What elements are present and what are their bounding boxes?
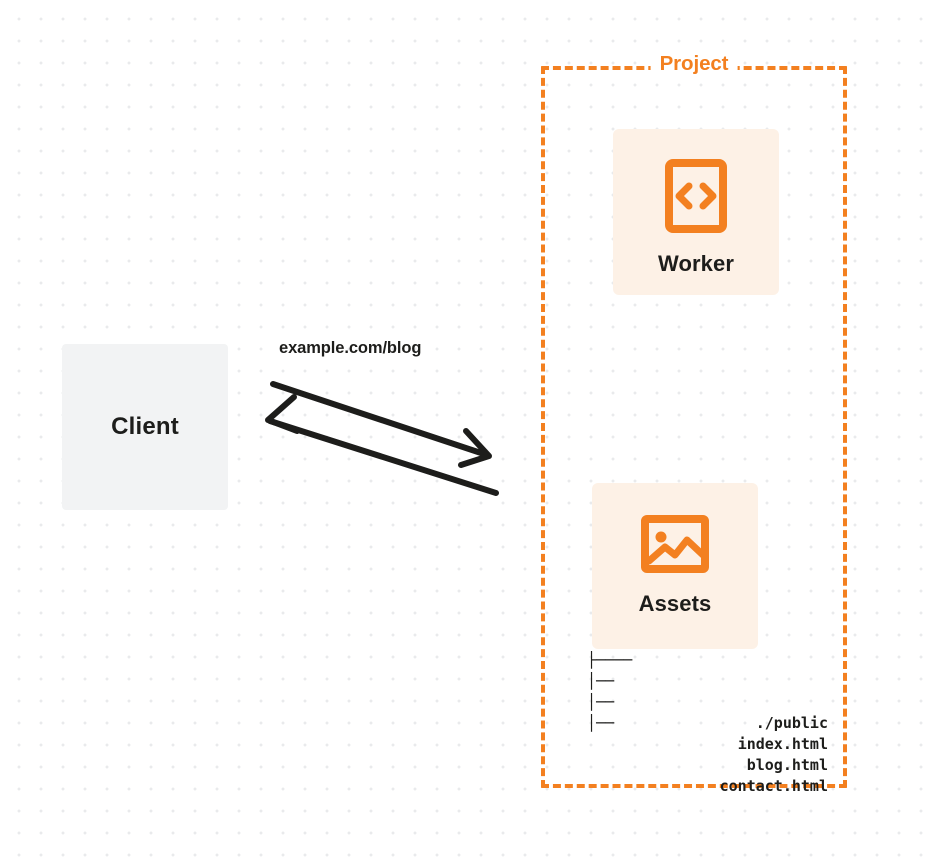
file-tree-row: │── blog.html: [587, 692, 832, 774]
node-client[interactable]: Client: [62, 344, 228, 510]
assets-file-tree: ├──── ./public │── index.html │── blog.h…: [587, 650, 832, 795]
project-container: Project Worker Assets ├──── ./public: [541, 52, 847, 795]
request-arrow: [270, 381, 492, 468]
file-tree-row: │── contact.html: [587, 713, 832, 795]
project-title: Project: [650, 52, 738, 76]
tree-branch-glyph: │──: [587, 672, 615, 690]
node-client-label: Client: [111, 413, 179, 440]
tree-item-name: ./public: [755, 714, 828, 732]
response-arrow: [265, 394, 499, 496]
tree-branch-glyph: │──: [587, 714, 615, 732]
node-assets[interactable]: Assets: [592, 483, 758, 649]
image-icon: [641, 515, 709, 573]
tree-item-name: blog.html: [746, 756, 828, 774]
node-worker[interactable]: Worker: [613, 129, 779, 295]
tree-branch-glyph: ├────: [587, 651, 633, 669]
connection-arrows: [265, 381, 499, 496]
file-tree-row: │── index.html: [587, 671, 832, 753]
file-tree-row: ├──── ./public: [587, 650, 832, 732]
tree-item-name: contact.html: [719, 777, 828, 795]
tree-item-name: index.html: [737, 735, 828, 753]
code-brackets-icon: [665, 159, 727, 233]
tree-branch-glyph: │──: [587, 693, 615, 711]
node-assets-label: Assets: [638, 591, 712, 616]
node-worker-label: Worker: [658, 251, 734, 276]
connection-label: example.com/blog: [279, 339, 422, 357]
